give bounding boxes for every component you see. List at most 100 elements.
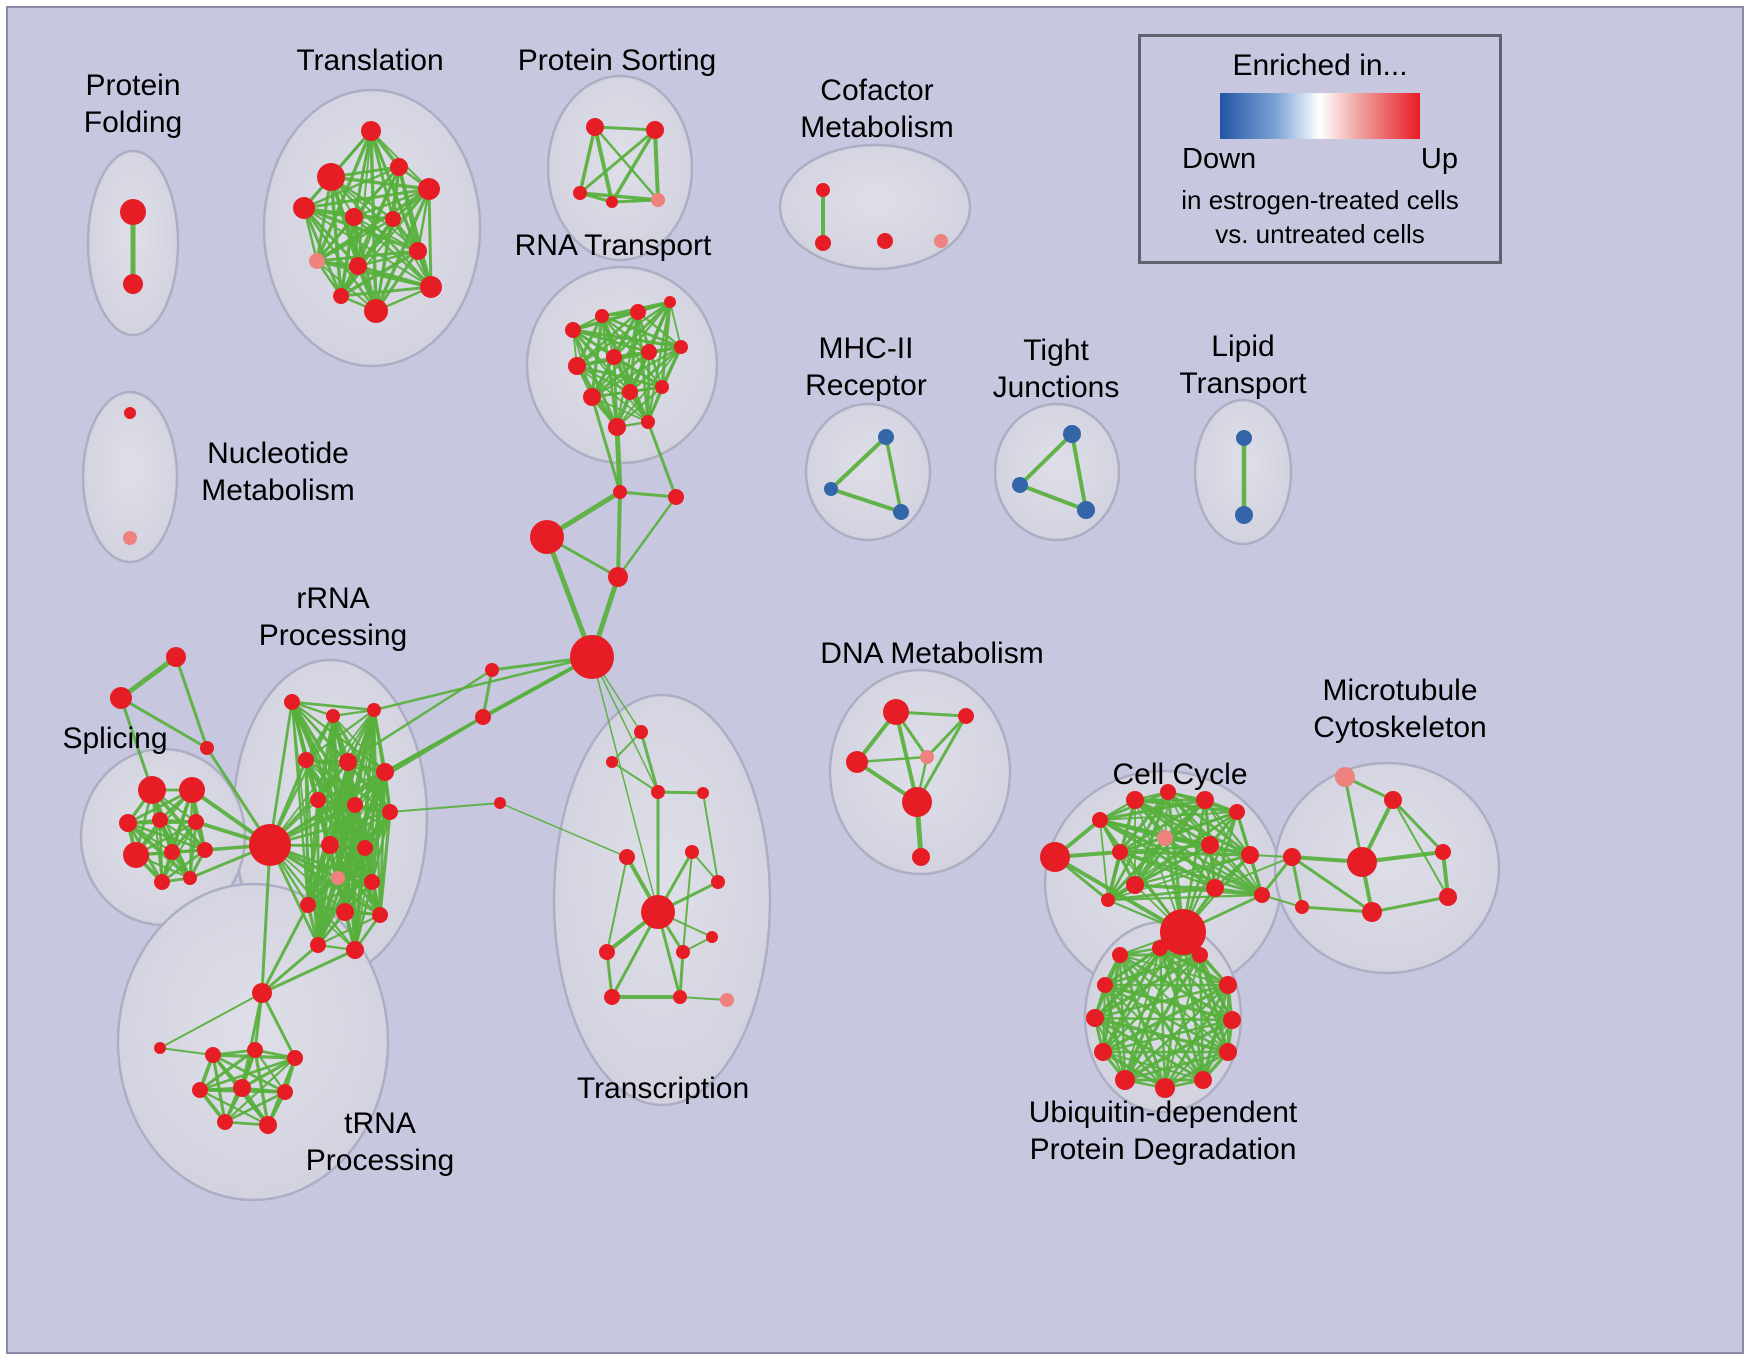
cluster-label-protein-sorting: Protein Sorting (518, 44, 716, 77)
network-edge (1118, 798, 1207, 854)
network-node-sp8 (197, 842, 213, 858)
network-node-ub11 (1155, 1078, 1175, 1098)
legend-down-label: Down (1182, 143, 1257, 175)
cluster-ellipse-cofactor-metabolism (778, 143, 972, 271)
network-edge (1099, 819, 1109, 901)
network-edge (306, 880, 374, 907)
network-node-rt5 (568, 357, 586, 375)
network-node-rr9 (382, 804, 398, 820)
network-edge (610, 198, 660, 204)
network-node-rr17 (310, 937, 326, 953)
network-edge (593, 125, 660, 202)
network-node-rt11 (655, 380, 669, 394)
network-edge (352, 187, 431, 219)
network-node-ub7 (1223, 1011, 1241, 1029)
network-edge (915, 714, 968, 804)
network-node-mt4 (1347, 847, 1377, 877)
network-node-t5 (418, 178, 440, 200)
network-edge (616, 490, 622, 579)
network-node-dm2 (958, 708, 974, 724)
network-node-mh2 (824, 482, 838, 496)
network-node-tx7 (711, 875, 725, 889)
network-node-rc1 (485, 663, 499, 677)
network-node-sp3 (119, 814, 137, 832)
network-node-tx6 (685, 845, 699, 859)
network-node-cc4 (1160, 784, 1176, 800)
network-edge (590, 345, 683, 399)
network-node-tx9 (676, 945, 690, 959)
network-node-cc9 (1201, 836, 1219, 854)
network-edge (678, 950, 685, 999)
network-edge (1164, 954, 1201, 1089)
network-edge (198, 1048, 257, 1092)
network-node-ps2 (646, 121, 664, 139)
cluster-label-translation: Translation (296, 44, 443, 77)
network-node-mt8 (1439, 888, 1457, 906)
network-node-cc13 (1254, 887, 1270, 903)
network-edge (198, 1056, 297, 1092)
network-node-cc8 (1157, 830, 1173, 846)
network-node-mt6 (1295, 900, 1309, 914)
network-node-sp9 (154, 874, 170, 890)
network-node-tx8 (599, 944, 615, 960)
network-edge (260, 903, 310, 995)
network-node-rr4 (298, 752, 314, 768)
network-edge (575, 300, 672, 368)
network-edge (159, 992, 263, 1049)
network-edge (612, 300, 672, 359)
network-edge (669, 301, 682, 348)
legend-caption-line1: in estrogen-treated cells (1181, 185, 1459, 215)
network-node-t7 (385, 211, 401, 227)
network-edge (268, 700, 294, 847)
cluster-label-transcription: Transcription (577, 1072, 749, 1105)
network-node-rc3 (494, 797, 506, 809)
network-node-tn0 (252, 983, 272, 1003)
network-edge (290, 700, 310, 907)
network-node-tx11 (604, 989, 620, 1005)
cluster-label-dna-metabolism: DNA Metabolism (820, 637, 1043, 670)
network-node-cc11 (1126, 876, 1144, 894)
network-edge (378, 810, 392, 917)
network-edge (354, 771, 386, 951)
network-node-rr12 (331, 871, 345, 885)
network-node-cc1 (1040, 842, 1070, 872)
network-edge (1203, 798, 1252, 857)
legend-gradient-bar (1220, 93, 1420, 139)
network-node-ub3 (1192, 947, 1208, 963)
network-node-mt3 (1283, 848, 1301, 866)
network-node-tr2 (110, 687, 132, 709)
network-node-sp6 (123, 842, 149, 868)
network-edge (260, 991, 297, 1060)
network-edge (611, 761, 659, 793)
network-edge (339, 249, 420, 298)
network-node-tx3 (651, 785, 665, 799)
network-node-cm3 (877, 233, 893, 249)
network-node-rr14 (300, 897, 316, 913)
network-edge (316, 770, 387, 802)
network-node-cm4 (934, 234, 948, 248)
network-edge (374, 217, 395, 313)
network-node-ps3 (573, 186, 587, 200)
cluster-ellipse-microtubule-cytoskeleton (1273, 761, 1501, 975)
network-node-rt12 (608, 418, 626, 436)
network-edge (160, 848, 207, 884)
network-edge (656, 790, 705, 795)
network-edge (1201, 1018, 1234, 1082)
network-edge (302, 206, 343, 298)
network-node-sp5 (188, 814, 204, 830)
network-node-nm2 (123, 531, 137, 545)
network-node-tx4 (697, 787, 709, 799)
network-node-rr5 (339, 753, 357, 771)
network-node-ch3 (530, 520, 564, 554)
network-edge (158, 818, 164, 884)
network-edge (1101, 1050, 1167, 1090)
network-edge (260, 948, 357, 995)
network-node-tn9 (154, 1042, 166, 1054)
network-node-t4 (390, 158, 408, 176)
network-node-ch4 (608, 567, 628, 587)
network-edge (1093, 1016, 1205, 1082)
network-edge (1290, 855, 1374, 914)
